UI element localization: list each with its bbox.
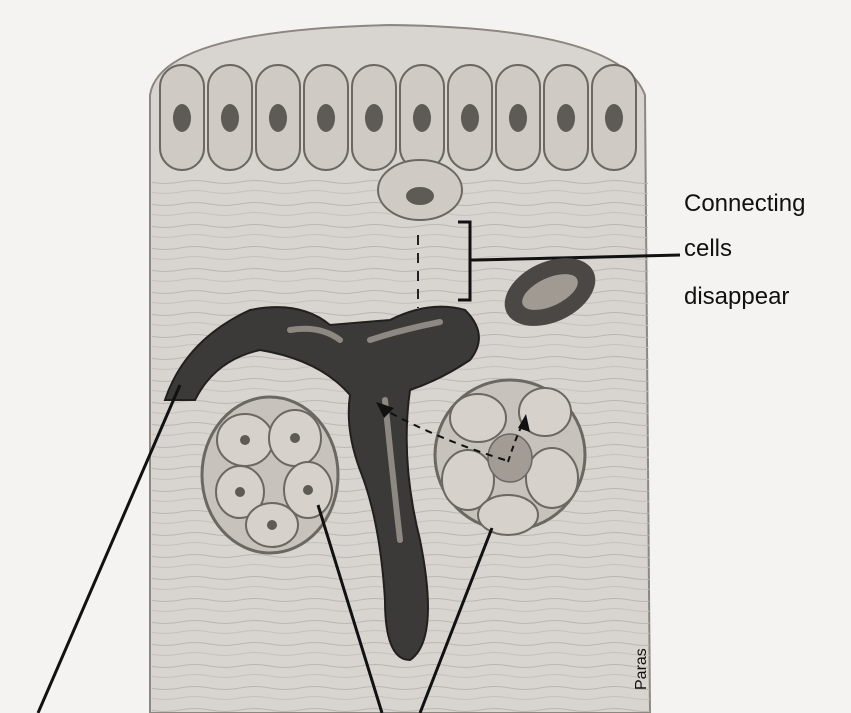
annotation-line-2: cells	[684, 234, 732, 264]
epithelial-cell	[352, 65, 396, 170]
epithelial-cell	[160, 65, 204, 170]
epithelial-cell	[304, 65, 348, 170]
epithelial-cell	[208, 65, 252, 170]
detaching-cell	[378, 160, 462, 220]
epithelial-cell	[544, 65, 588, 170]
epithelial-cell	[592, 65, 636, 170]
cell-cluster-left	[202, 397, 338, 553]
artist-credit: Paras	[633, 648, 651, 690]
annotation-line-3: disappear	[684, 282, 789, 312]
epithelial-cell	[448, 65, 492, 170]
epithelial-cell	[256, 65, 300, 170]
epithelial-cell	[496, 65, 540, 170]
epithelial-cell	[400, 65, 444, 170]
annotation-line-1: Connecting	[684, 189, 805, 219]
